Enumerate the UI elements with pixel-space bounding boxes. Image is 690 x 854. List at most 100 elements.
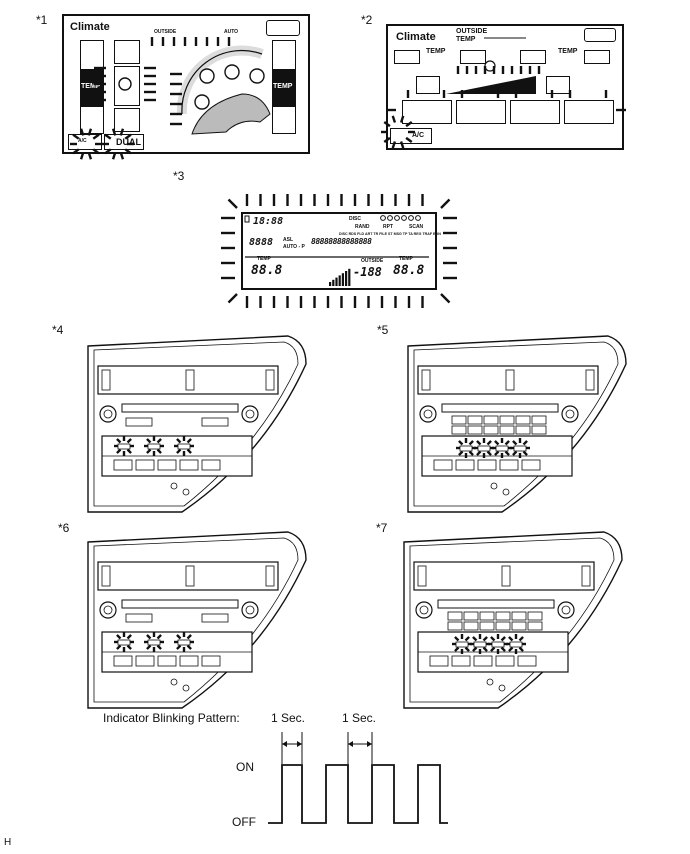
dash-5-blink-ray <box>504 450 510 456</box>
dash-7-blink-ray <box>464 636 470 642</box>
temp-right-down-button[interactable] <box>520 50 546 64</box>
dash-5-audio-button <box>483 425 499 435</box>
dash-5-climate-button <box>499 459 519 471</box>
ac-button[interactable] <box>390 128 432 144</box>
screen1-dual-blink-ray <box>104 133 112 140</box>
dash-7-right-knob <box>557 601 575 619</box>
dash-7-indicator <box>473 641 487 648</box>
dash-6-climate-button <box>201 655 221 667</box>
temp-right-up-button[interactable] <box>584 50 610 64</box>
figure-label-5: *5 <box>377 323 389 337</box>
dash-6-climate-button <box>179 655 199 667</box>
dash-7-vent-slot <box>501 565 511 587</box>
lcd-blink-ray-corner <box>227 293 238 304</box>
dash-6-climate-button <box>113 655 133 667</box>
dash-7-climate-button <box>429 655 449 667</box>
return-button[interactable] <box>266 20 300 36</box>
dash-5-indicator <box>495 445 509 452</box>
lcd-temp-right-value: 88.8 <box>393 263 425 278</box>
dash-6-blink-ray <box>186 644 192 650</box>
screen1-dual-blink-ray <box>119 152 125 160</box>
dash-6-audio-button <box>125 613 153 623</box>
dash-6-left-knob-inner <box>103 605 113 615</box>
fan-speed-wedge <box>446 76 536 94</box>
screen1-dual-blink-ray <box>124 133 132 140</box>
dash-4-climate-button <box>179 459 199 471</box>
dash-7-climate-button <box>451 655 471 667</box>
dash-5-vent-slot <box>505 369 515 391</box>
lcd-temp-left-value: 88.8 <box>251 263 283 278</box>
dash-5-panel-dot <box>490 482 498 490</box>
dash-4-blink-ray <box>176 448 182 454</box>
dash-4-indicator <box>147 443 161 450</box>
dash-5-blink-ray <box>512 440 518 446</box>
dash-5-right-knob-inner <box>565 409 575 419</box>
blink-pattern-title: Indicator Blinking Pattern: <box>103 711 240 725</box>
dash-7-audio-button <box>447 621 463 631</box>
temp-right-up-button[interactable] <box>272 40 296 70</box>
footer-letter: H <box>4 837 12 848</box>
dash-7-indicator <box>491 641 505 648</box>
dash-6-right-knob-inner <box>245 605 255 615</box>
mode-bilevel-button[interactable] <box>456 100 506 124</box>
dash-7-left-knob-inner <box>419 605 429 615</box>
dash-6-panel-dot <box>182 684 190 692</box>
temp-right-down-button[interactable] <box>272 106 296 134</box>
dash-5-blink-ray <box>494 450 500 456</box>
dash-5-climate-button <box>455 459 475 471</box>
lcd-disc-slot <box>408 215 414 221</box>
dash-6-bezel <box>87 531 307 709</box>
dash-4-panel-dot <box>170 482 178 490</box>
dash-5-right-knob <box>561 405 579 423</box>
temp-left-up-button[interactable] <box>460 50 486 64</box>
lcd-rpt: RPT <box>383 224 393 230</box>
dash-7-audio-button <box>527 621 543 631</box>
dash-4-right-knob <box>241 405 259 423</box>
dash-6-blink-ray <box>156 634 162 640</box>
dash-5-audio-button <box>531 415 547 425</box>
dash-4-climate-button <box>201 459 221 471</box>
ac-label: A/C <box>78 138 87 144</box>
dash-5-blink-ray <box>494 440 500 446</box>
dash-6-indicator <box>117 639 131 646</box>
dash-4-blink-ray <box>126 448 132 454</box>
figure-label-4: *4 <box>52 323 64 337</box>
return-button[interactable] <box>584 28 616 42</box>
lcd-temp-right-label: TEMP <box>399 256 413 262</box>
dual-button[interactable] <box>104 134 144 150</box>
dash-7-panel-dot <box>498 684 506 692</box>
mode-defrost-button[interactable] <box>564 100 614 124</box>
dash-5-climate-button <box>433 459 453 471</box>
dash-6-blink-ray <box>176 644 182 650</box>
dash-4-blink-ray <box>156 438 162 444</box>
lcd-clock: 18:88 <box>253 216 284 227</box>
blink-dim-arrows <box>348 741 372 747</box>
screen1-ac-blink-ray <box>79 128 85 136</box>
screen1-ac-blink-ray <box>87 128 93 136</box>
dash-4-blink-ray <box>156 448 162 454</box>
dash-4-cd-slot <box>121 403 239 413</box>
dash-7-blink-ray <box>472 646 478 652</box>
dash-4-vent-slot <box>265 369 275 391</box>
dash-7-audio-button <box>463 611 479 621</box>
dash-7-audio-button <box>511 621 527 631</box>
fan-down-button[interactable] <box>114 108 140 132</box>
fan-up-button[interactable] <box>114 40 140 64</box>
mode-foot-button[interactable] <box>510 100 560 124</box>
lcd-rand: RAND <box>355 224 370 230</box>
temp-left-down-button[interactable] <box>80 106 104 134</box>
dash-5-blink-ray <box>522 440 528 446</box>
fan-up-button[interactable] <box>546 76 570 94</box>
dash-7-blink-ray <box>518 636 524 642</box>
dash-6-panel-dot <box>170 678 178 686</box>
dash-4-indicator <box>117 443 131 450</box>
dash-5-blink-ray <box>486 450 492 456</box>
temp-left-down-button[interactable] <box>394 50 420 64</box>
lcd-fan-bar <box>345 271 348 286</box>
fan-down-button[interactable] <box>416 76 440 94</box>
mode-face-button[interactable] <box>402 100 452 124</box>
dash-6-vent-slot <box>185 565 195 587</box>
dash-4-climate-button <box>157 459 177 471</box>
temp-left-up-button[interactable] <box>80 40 104 70</box>
fan-speed-display <box>114 66 140 106</box>
